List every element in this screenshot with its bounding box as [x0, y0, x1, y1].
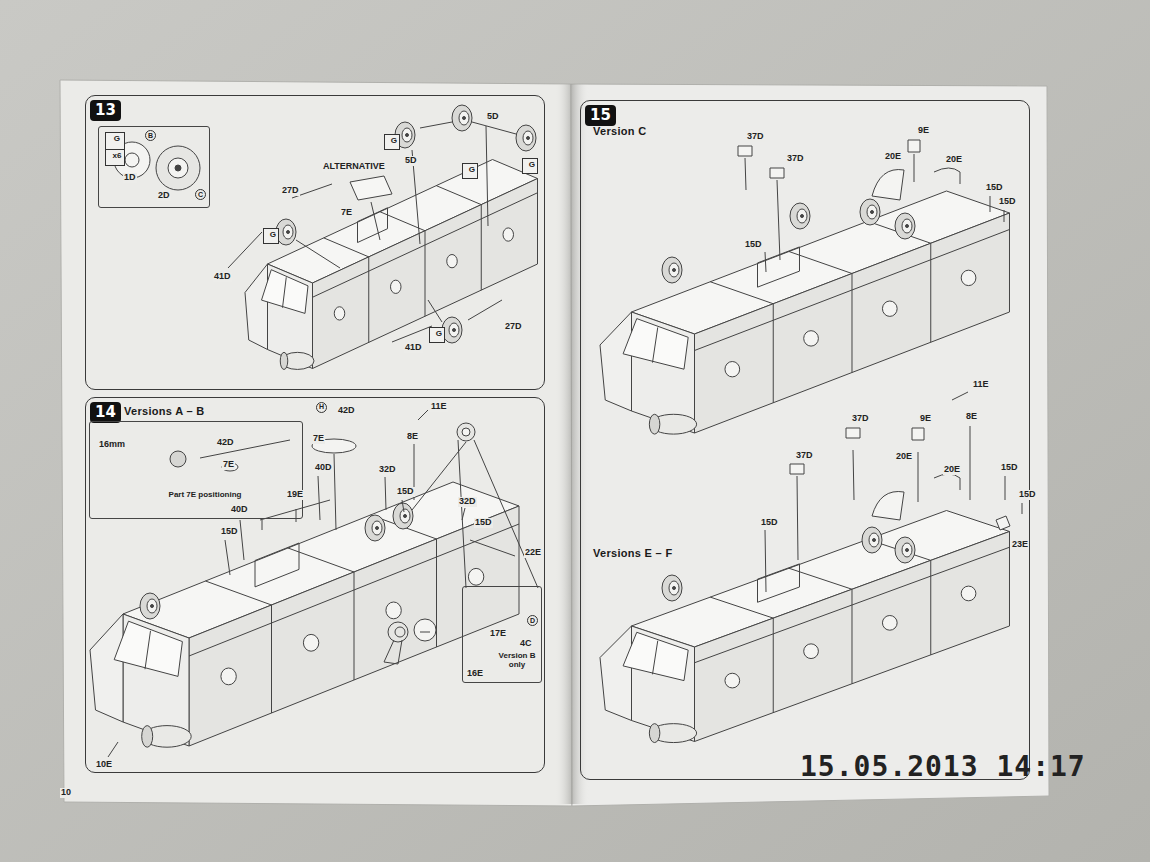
part-number: G	[525, 161, 539, 170]
part-number: x6	[108, 152, 126, 161]
sprue-letter-box: G	[522, 158, 538, 174]
part-number: 15D	[760, 518, 779, 528]
part-number: 5D	[486, 112, 500, 122]
part-number: 41D	[404, 343, 423, 353]
part-number: 11E	[972, 380, 990, 390]
sprue-letter-box: Gx6	[105, 132, 125, 166]
alternative-note: ALTERNATIVE	[322, 162, 386, 172]
part-number: 7E	[340, 208, 353, 218]
part-number: 16E	[466, 669, 484, 679]
part-number: 37D	[851, 414, 870, 424]
part-number: 9E	[919, 414, 932, 424]
part-number: 19E	[286, 490, 304, 500]
part-number: B	[145, 130, 156, 141]
part-number: 17E	[489, 629, 507, 639]
part-number: 15D	[474, 518, 493, 528]
part-number: G	[108, 135, 126, 144]
sprue-letter-box: G	[462, 163, 478, 179]
part-number: G	[432, 330, 446, 339]
part-number: 16mm	[98, 440, 126, 450]
part-number: 5D	[404, 156, 418, 166]
part-number: 9E	[917, 126, 930, 136]
part-number: 11E	[430, 402, 448, 412]
sprue-letter-box: G	[429, 327, 445, 343]
part-number: 40D	[230, 505, 249, 515]
part-number: 2D	[157, 191, 171, 201]
part-number: 41D	[213, 272, 232, 282]
part-number: 20E	[884, 152, 902, 162]
step-panel: 15Version C Versions E – F	[580, 100, 1030, 780]
part-number: 20E	[945, 155, 963, 165]
part-number: 15D	[998, 197, 1017, 207]
part-number: G	[266, 231, 280, 240]
part-number: 37D	[746, 132, 765, 142]
part-number: 8E	[406, 432, 419, 442]
part-number: 32D	[458, 497, 477, 507]
part-number: 1D	[123, 173, 137, 183]
part-number: G	[387, 137, 401, 146]
part-number: 37D	[786, 154, 805, 164]
part-number: 7E	[312, 434, 325, 444]
box-divider	[106, 149, 124, 150]
sprue-letter-box: G	[263, 228, 279, 244]
detail-inset: 16mm 42D 7E Part 7E positioning	[89, 421, 303, 519]
step-number: 14	[90, 402, 121, 423]
part-number: 32D	[378, 465, 397, 475]
part-number: 42D	[337, 406, 356, 416]
part-number: 27D	[504, 322, 523, 332]
part-number: 20E	[943, 465, 961, 475]
version-heading: Version C	[593, 125, 646, 137]
part-number: 15D	[744, 240, 763, 250]
part-number: 15D	[1000, 463, 1019, 473]
part-number: C	[195, 189, 206, 200]
inset-caption: Part 7E positioning	[150, 490, 260, 499]
part-number: 15D	[985, 183, 1004, 193]
part-number: G	[465, 166, 479, 175]
part-number: 42D	[216, 438, 235, 448]
part-number: 40D	[314, 463, 333, 473]
part-number: 4C	[519, 639, 533, 649]
part-number: 8E	[965, 412, 978, 422]
version-heading: Versions E – F	[593, 547, 672, 559]
detail-inset: 17E 4C 16E D Version B only	[462, 586, 542, 683]
step-panel: 131D2DBCGx6GGGGG	[85, 95, 545, 390]
part-number: 22E	[524, 548, 542, 558]
detail-inset: 1D 2D B C Gx6	[98, 126, 210, 208]
step-number: 13	[90, 100, 121, 121]
part-number: 15D	[220, 527, 239, 537]
part-number: 27D	[281, 186, 300, 196]
part-number: 15D	[1018, 490, 1037, 500]
part-number: 10	[60, 788, 72, 798]
inset-caption: Version B only	[494, 651, 540, 669]
part-number: 20E	[895, 452, 913, 462]
version-heading: Versions A – B	[124, 405, 204, 417]
part-number: 7E	[222, 460, 235, 470]
part-number: D	[527, 615, 538, 626]
date-stamp: 15.05.2013 14:17	[800, 752, 1086, 783]
part-number: 10E	[95, 760, 113, 770]
part-number: 23E	[1011, 540, 1029, 550]
part-number: 15D	[396, 487, 415, 497]
sprue-letter-box: G	[384, 134, 400, 150]
part-number: 37D	[795, 451, 814, 461]
circled-letter: H	[316, 402, 327, 413]
step-number: 15	[585, 105, 616, 126]
step-panel: 14Versions A – B 16mm 42D 7E Part 7E positio…	[85, 397, 545, 773]
